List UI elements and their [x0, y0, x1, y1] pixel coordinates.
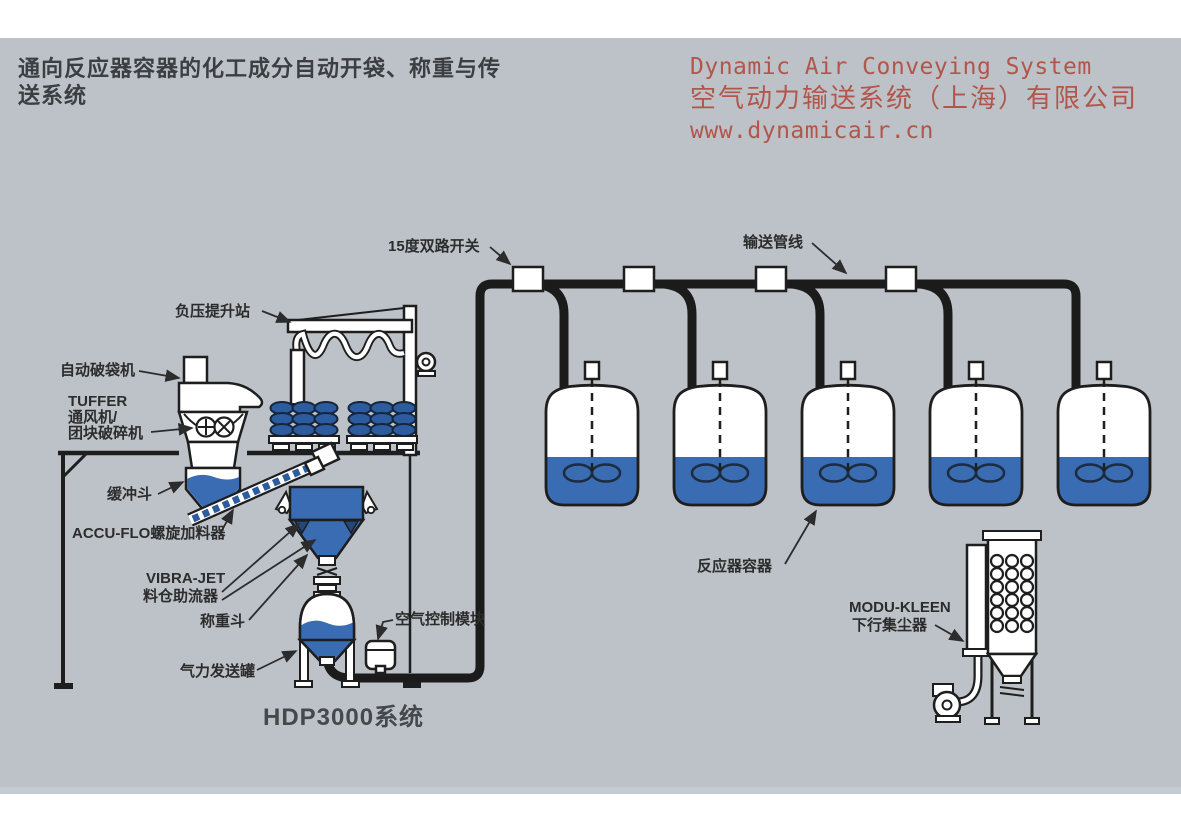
- label-transporter: 气力发送罐: [179, 662, 255, 680]
- air-control-module: [364, 639, 397, 675]
- bag-opener-hood: [177, 381, 264, 414]
- page-title-line1: 通向反应器容器的化工成分自动开袋、称重与传: [18, 56, 501, 81]
- reactor-vessel: [800, 360, 896, 507]
- label-vibrajet-2: 料仓助流器: [143, 587, 219, 605]
- label-modukleen-1: MODU-KLEEN: [849, 599, 951, 616]
- collector-duct: [965, 543, 988, 655]
- reactor-vessel: [1056, 360, 1152, 507]
- label-air-module: 空气控制模块: [395, 610, 486, 628]
- filter-holes: [989, 553, 1035, 634]
- bag-opener-inlet: [182, 355, 209, 385]
- label-switch-15deg: 15度双路开关: [388, 237, 480, 255]
- lift-probe: [289, 348, 306, 408]
- diverter-switch-3: [754, 265, 788, 293]
- screw-feeder: [187, 441, 341, 527]
- label-bag-opener: 自动破袋机: [60, 361, 135, 379]
- label-vacuum-lift: 负压提升站: [175, 302, 250, 320]
- branch-pipe-2: [663, 279, 697, 390]
- label-reactor: 反应器容器: [697, 557, 773, 575]
- valve: [316, 567, 338, 576]
- flex-bellows: [313, 576, 341, 585]
- diverter-switch-4: [884, 265, 918, 293]
- label-tuffer-1: TUFFER: [68, 393, 127, 410]
- branch-pipe-3: [791, 279, 825, 390]
- label-accuflo: ACCU-FLO螺旋加料器: [72, 524, 226, 542]
- label-tuffer-3: 团块破碎机: [68, 424, 143, 442]
- vacuum-lift-station: [283, 304, 437, 457]
- company-name-en: Dynamic Air Conveying System: [690, 54, 1092, 80]
- diverter-switch-1: [511, 265, 545, 293]
- pallet-bags: [346, 401, 418, 451]
- label-modukleen-2: 下行集尘器: [852, 616, 928, 634]
- label-tuffer-2: 通风机/: [68, 408, 118, 426]
- pallet: [346, 435, 418, 444]
- branch-pipe-4: [919, 279, 953, 390]
- dust-collector: [932, 530, 1042, 725]
- vessel-inlet: [583, 360, 601, 381]
- diverter-switch-2: [622, 265, 656, 293]
- diverter-switches: [511, 265, 918, 293]
- label-vibrajet-1: VIBRA-JET: [146, 570, 225, 587]
- pallet-bags: [268, 401, 340, 451]
- transporter-vessel: [294, 592, 360, 688]
- page-title-line2: 送系统: [18, 83, 87, 108]
- lift-motor: [415, 351, 437, 373]
- label-pipeline: 输送管线: [743, 233, 803, 251]
- company-name-cn: 空气动力输送系统（上海）有限公司: [690, 84, 1138, 114]
- panel-bottom-band: [0, 787, 1181, 794]
- blower: [932, 690, 962, 720]
- label-buffer-hopper: 缓冲斗: [107, 485, 152, 503]
- vibra-jet-device: [342, 520, 360, 535]
- lift-beam: [286, 318, 414, 334]
- diagram-labels: 负压提升站 自动破袋机 TUFFER 通风机/ 团块破碎机 缓冲斗 ACCU-F…: [60, 233, 965, 731]
- reactor-vessel: [672, 360, 768, 507]
- bag-opener-machine: [177, 355, 264, 470]
- reactor-vessel: [928, 360, 1024, 507]
- agitator-propeller: [562, 463, 594, 483]
- reactor-vessel: [544, 360, 640, 507]
- flex-sock: [999, 686, 1025, 697]
- pallet: [268, 435, 340, 444]
- company-website: www.dynamicair.cn: [690, 118, 934, 144]
- label-weigh-hopper: 称重斗: [200, 612, 245, 630]
- label-hdp-system: HDP3000系统: [263, 703, 424, 731]
